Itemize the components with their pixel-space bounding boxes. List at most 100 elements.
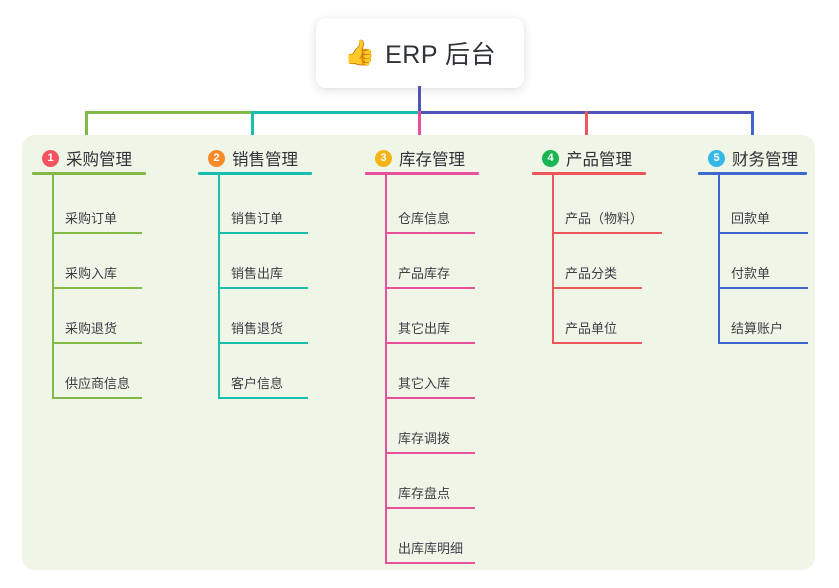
list-item-rule (385, 342, 475, 344)
list-item-rule (552, 287, 642, 289)
column-header-rule-4 (532, 172, 646, 175)
column-header-5[interactable]: 5 财务管理 (708, 146, 798, 170)
column-1: 1 采购管理采购订单采购入库采购退货供应商信息 (32, 135, 182, 570)
connector-root-stem (418, 86, 421, 113)
connector-drop-5 (751, 111, 754, 147)
list-item[interactable]: 销售订单 (198, 206, 348, 234)
list-item-rule (52, 287, 142, 289)
list-item[interactable]: 库存盘点 (365, 481, 515, 509)
list-item-label: 其它出库 (398, 321, 451, 336)
list-item-label: 销售退货 (231, 321, 284, 336)
column-header-1[interactable]: 1 采购管理 (42, 146, 132, 170)
list-item-rule (718, 287, 808, 289)
list-item[interactable]: 采购入库 (32, 261, 182, 289)
connector-bus-green (85, 111, 252, 114)
list-item[interactable]: 仓库信息 (365, 206, 515, 234)
column-spine-3 (385, 175, 387, 564)
list-item[interactable]: 客户信息 (198, 371, 348, 399)
list-item[interactable]: 产品单位 (532, 316, 682, 344)
column-header-rule-5 (698, 172, 807, 175)
list-item-rule (385, 287, 475, 289)
column-title-3: 库存管理 (399, 151, 465, 169)
list-item-label: 销售订单 (231, 211, 284, 226)
column-3: 3 库存管理仓库信息产品库存其它出库其它入库库存调拨库存盘点出库库明细 (365, 135, 515, 570)
list-item[interactable]: 其它入库 (365, 371, 515, 399)
list-item-label: 回款单 (731, 211, 771, 226)
list-item-label: 产品单位 (565, 321, 618, 336)
column-badge-3: 3 (375, 149, 392, 167)
list-item-label: 采购退货 (65, 321, 118, 336)
list-item-label: 其它入库 (398, 376, 451, 391)
column-4: 4 产品管理产品（物料） 产品分类产品单位 (532, 135, 682, 570)
list-item[interactable]: 付款单 (698, 261, 839, 289)
connector-drop-3 (418, 111, 421, 147)
list-item-label: 采购订单 (65, 211, 118, 226)
list-item[interactable]: 销售退货 (198, 316, 348, 344)
list-item-rule (385, 507, 475, 509)
list-item-label: 库存调拨 (398, 431, 451, 446)
column-title-4: 产品管理 (566, 151, 632, 169)
list-item[interactable]: 采购退货 (32, 316, 182, 344)
list-item[interactable]: 产品（物料） (532, 206, 682, 234)
column-badge-4: 4 (542, 149, 559, 167)
column-badge-1: 1 (42, 149, 59, 167)
root-node-title: ERP 后台 (385, 41, 497, 69)
list-item-label: 产品库存 (398, 266, 451, 281)
column-2: 2 销售管理销售订单销售出库销售退货客户信息 (198, 135, 348, 570)
list-item-label: 销售出库 (231, 266, 284, 281)
list-item[interactable]: 产品分类 (532, 261, 682, 289)
list-item[interactable]: 库存调拨 (365, 426, 515, 454)
column-5: 5 财务管理回款单付款单结算账户 (698, 135, 839, 570)
list-item-rule (52, 232, 142, 234)
list-item-rule (552, 232, 662, 234)
list-item-label: 产品分类 (565, 266, 618, 281)
column-title-1: 采购管理 (66, 151, 132, 169)
list-item[interactable]: 供应商信息 (32, 371, 182, 399)
connector-drop-1 (85, 111, 88, 147)
connector-drop-4 (585, 111, 588, 147)
list-item-rule (218, 397, 308, 399)
list-item-rule (218, 232, 308, 234)
root-node-content: 👍 ERP 后台 (344, 35, 496, 71)
column-badge-2: 2 (208, 149, 225, 167)
thumbs-up-icon: 👍 (343, 38, 376, 67)
list-item-label: 采购入库 (65, 266, 118, 281)
list-item[interactable]: 产品库存 (365, 261, 515, 289)
connector-drop-2 (251, 111, 254, 147)
column-spine-4 (552, 175, 554, 344)
list-item[interactable]: 回款单 (698, 206, 839, 234)
list-item-rule (52, 397, 142, 399)
column-title-2: 销售管理 (232, 151, 298, 169)
list-item-label: 供应商信息 (65, 376, 131, 391)
list-item[interactable]: 结算账户 (698, 316, 839, 344)
column-header-rule-2 (198, 172, 312, 175)
list-item-rule (385, 562, 475, 564)
root-node-card[interactable]: 👍 ERP 后台 (316, 18, 524, 88)
list-item[interactable]: 销售出库 (198, 261, 348, 289)
list-item[interactable]: 出库库明细 (365, 536, 515, 564)
column-header-4[interactable]: 4 产品管理 (542, 146, 632, 170)
column-spine-5 (718, 175, 720, 344)
list-item-label: 出库库明细 (398, 541, 464, 556)
list-item-label: 结算账户 (731, 321, 784, 336)
list-item-rule (52, 342, 142, 344)
list-item[interactable]: 其它出库 (365, 316, 515, 344)
column-header-2[interactable]: 2 销售管理 (208, 146, 298, 170)
list-item-rule (718, 232, 808, 234)
list-item-label: 仓库信息 (398, 211, 451, 226)
column-title-5: 财务管理 (732, 151, 798, 169)
column-header-rule-3 (365, 172, 479, 175)
list-item[interactable]: 采购订单 (32, 206, 182, 234)
column-header-rule-1 (32, 172, 146, 175)
column-header-3[interactable]: 3 库存管理 (375, 146, 465, 170)
list-item-rule (718, 342, 808, 344)
list-item-rule (218, 287, 308, 289)
list-item-label: 库存盘点 (398, 486, 451, 501)
list-item-rule (552, 342, 642, 344)
list-item-label: 付款单 (731, 266, 771, 281)
column-badge-5: 5 (708, 149, 725, 167)
list-item-rule (385, 232, 475, 234)
list-item-rule (385, 397, 475, 399)
list-item-rule (218, 342, 308, 344)
